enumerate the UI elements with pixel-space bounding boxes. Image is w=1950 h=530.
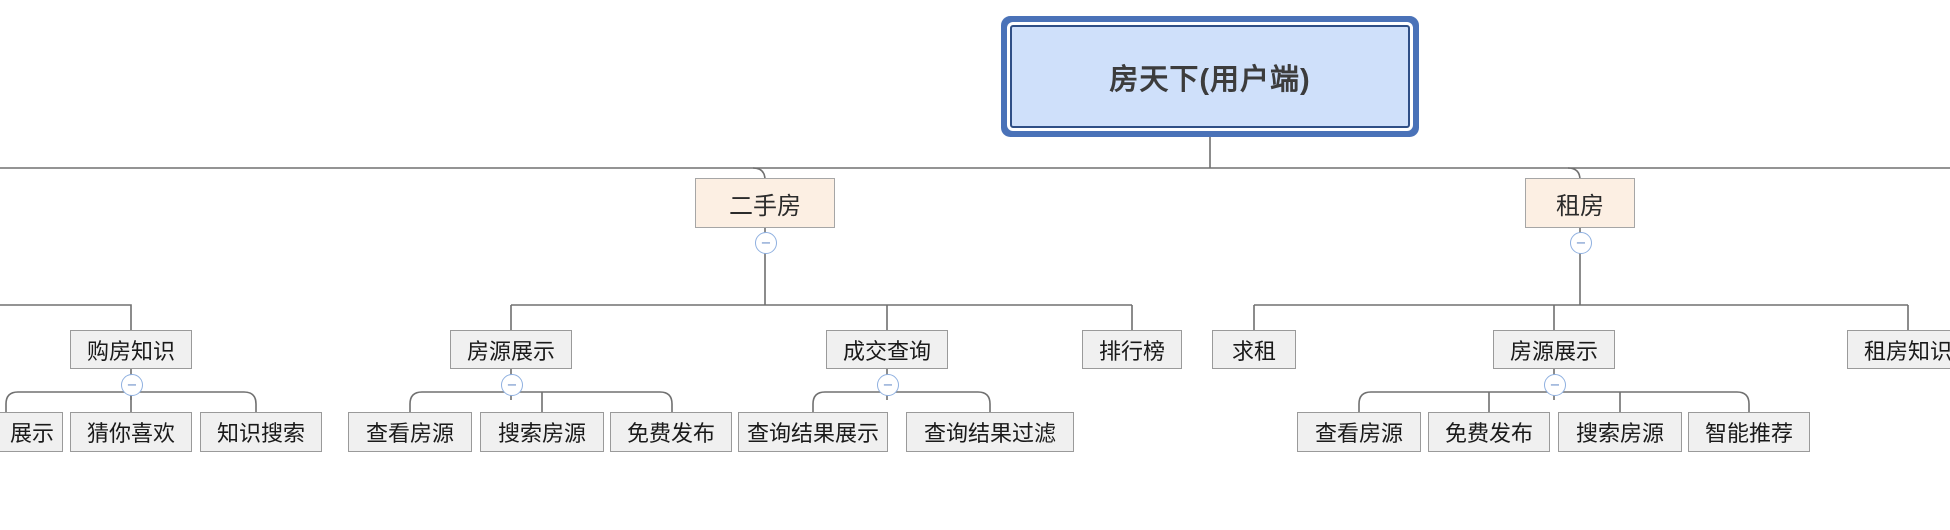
node-label-zufangzhishi: 租房知识	[1863, 338, 1950, 364]
node-paihangbang[interactable]: 排行榜	[1082, 330, 1182, 369]
collapse-toggle-fangyuanzhanshi-zufang[interactable]: −	[1544, 374, 1566, 396]
node-chaxunjieguozhanshi[interactable]: 查询结果展示	[738, 412, 888, 452]
minus-icon: −	[882, 377, 894, 393]
node-label-fangyuanzhanshi-zufang: 房源展示	[1509, 338, 1598, 364]
node-label-paihangbang: 排行榜	[1098, 338, 1165, 364]
node-fangyuanzhanshi-ershoufang[interactable]: 房源展示	[450, 330, 572, 369]
node-label-chaxunjieguoguolv: 查询结果过滤	[923, 421, 1056, 446]
node-label-sousuofangyuan-ershoufang: 搜索房源	[497, 421, 586, 446]
node-goufangzhishi[interactable]: 购房知识	[70, 330, 192, 369]
category-label-zufang: 租房	[1556, 192, 1604, 220]
category-node-zufang[interactable]: 租房	[1525, 178, 1635, 228]
node-label-zhanshi: 展示	[9, 421, 54, 446]
node-chengjiaochaxun[interactable]: 成交查询	[826, 330, 948, 369]
node-chakanfangyuan-ershoufang[interactable]: 查看房源	[348, 412, 472, 452]
collapse-toggle-fangyuanzhanshi-ershoufang[interactable]: −	[501, 374, 523, 396]
minus-icon: −	[126, 377, 138, 393]
collapse-toggle-chengjiaochaxun[interactable]: −	[877, 374, 899, 396]
node-fangyuanzhanshi-zufang[interactable]: 房源展示	[1493, 330, 1615, 369]
node-zhinengtuijian[interactable]: 智能推荐	[1688, 412, 1810, 452]
minus-icon: −	[760, 235, 772, 251]
node-label-chakanfangyuan-zufang: 查看房源	[1314, 421, 1403, 446]
node-chaxunjieguoguolv[interactable]: 查询结果过滤	[906, 412, 1074, 452]
node-chakanfangyuan-zufang[interactable]: 查看房源	[1297, 412, 1421, 452]
node-label-zhinengtuijian: 智能推荐	[1704, 421, 1793, 446]
node-sousuofangyuan-ershoufang[interactable]: 搜索房源	[480, 412, 604, 452]
category-label-ershoufang: 二手房	[729, 192, 801, 220]
node-zhanshi[interactable]: 展示	[0, 412, 63, 452]
node-label-cainixihuan: 猜你喜欢	[86, 421, 175, 446]
node-label-chengjiaochaxun: 成交查询	[842, 338, 931, 364]
minus-icon: −	[506, 377, 518, 393]
node-zufangzhishi[interactable]: 租房知识	[1847, 330, 1950, 369]
node-cainixihuan[interactable]: 猜你喜欢	[70, 412, 192, 452]
node-label-chaxunjieguozhanshi: 查询结果展示	[746, 421, 879, 446]
category-node-ershoufang[interactable]: 二手房	[695, 178, 835, 228]
node-label-mianfeifabu-ershoufang: 免费发布	[626, 421, 715, 446]
minus-icon: −	[1575, 235, 1587, 251]
node-zhishisousuo[interactable]: 知识搜索	[200, 412, 322, 452]
link-chengjiaochaxun-bus	[812, 391, 991, 412]
collapse-toggle-ershoufang[interactable]: −	[755, 232, 777, 254]
node-sousuofangyuan-zufang[interactable]: 搜索房源	[1558, 412, 1682, 452]
root-node-label: 房天下(用户端)	[1109, 63, 1311, 96]
node-label-goufangzhishi: 购房知识	[86, 338, 175, 364]
link-fangyuanzhanshi1-bus	[409, 391, 673, 412]
collapse-toggle-goufangzhishi[interactable]: −	[121, 374, 143, 396]
node-label-qiuzu: 求租	[1231, 338, 1276, 364]
node-mianfeifabu-ershoufang[interactable]: 免费发布	[610, 412, 732, 452]
node-label-zhishisousuo: 知识搜索	[216, 421, 305, 446]
minus-icon: −	[1549, 377, 1561, 393]
root-node-fangtianxia[interactable]: 房天下(用户端)	[1010, 25, 1410, 128]
node-qiuzu[interactable]: 求租	[1212, 330, 1296, 369]
node-label-chakanfangyuan-ershoufang: 查看房源	[365, 421, 454, 446]
collapse-toggle-zufang[interactable]: −	[1570, 232, 1592, 254]
node-label-fangyuanzhanshi-ershoufang: 房源展示	[466, 338, 555, 364]
link-to-goufangzhishi	[0, 304, 132, 330]
node-label-sousuofangyuan-zufang: 搜索房源	[1575, 421, 1664, 446]
node-label-mianfeifabu-zufang: 免费发布	[1444, 421, 1533, 446]
node-mianfeifabu-zufang[interactable]: 免费发布	[1428, 412, 1550, 452]
